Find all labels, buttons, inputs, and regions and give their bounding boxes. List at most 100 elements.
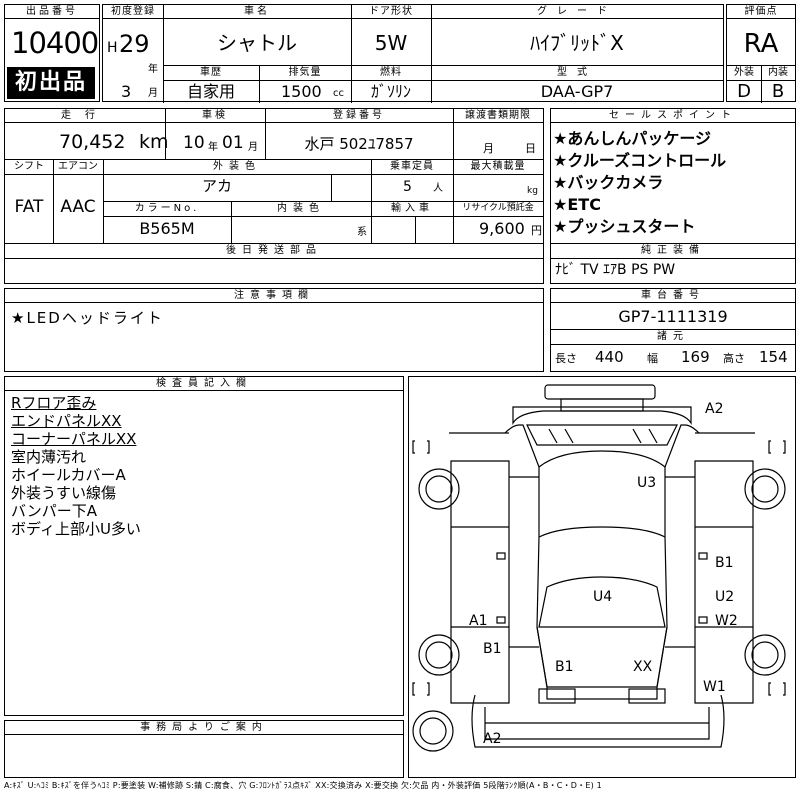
grade-label: グレード [431,5,723,19]
interior-color-label: 内装色 [277,203,325,214]
recycle-label: リサイクル預託金 [462,203,534,213]
mark-right-rear: B1 [715,555,734,571]
door-label: ドア形状 [351,5,431,19]
car-name: シャトル [217,31,297,55]
inspector-line: エンドパネルXX [11,412,122,430]
shift-label: シフト [14,161,44,172]
color-number: B565M [139,219,195,238]
model: DAA-GP7 [540,82,614,101]
plate: 水戸 502ﾕ7857 [304,135,414,153]
displacement: 1500 [281,82,322,101]
capacity-label: 乗車定員 [390,161,434,172]
width-label: 幅 [647,352,658,365]
equipment-label: 純正装備 [641,245,705,256]
color-no-label: カラーNo. [134,203,200,214]
inspector-line: 外装うすい線傷 [11,484,117,502]
fuel: ｶﾞｿﾘﾝ [370,82,411,101]
shift: FAT [14,197,44,217]
mark-right-side: U2 [715,589,734,605]
door-type: 5W [374,31,408,55]
mark-roof: U3 [637,475,656,491]
sales-point-item: ★あんしんパッケージ [553,129,712,148]
grade: ﾊｲﾌﾞﾘｯﾄﾞX [530,31,624,55]
sales-point-item: ★プッシュスタート [553,217,696,236]
transfer-label: 譲渡書類期限 [453,109,543,123]
mark-left-front: B1 [483,641,502,657]
fuel-label: 燃料 [380,67,402,78]
model-label: 型式 [557,67,597,78]
capacity: 5 [403,179,412,195]
car-name-label: 車名 [163,5,351,19]
chassis-number: GP7-1111319 [618,307,728,326]
inspection-label: 車検 [165,109,265,123]
first-listing-text: 初出品 [14,70,87,95]
legend-text: A:ｷｽﾞ U:ﾍｺﾐ B:ｷｽﾞを伴うﾍｺﾐ P:要塗装 W:補修跡 S:錆 … [4,781,602,790]
color-label: 外装色 [213,161,261,172]
inspection-year: 10 [183,133,205,153]
import-label: 輸入車 [391,203,433,214]
transfer-day-unit: 日 [525,142,536,155]
car-diagram: A2 U3 B1 U2 W2 U4 A1 B1 B1 XX W1 A2 [412,384,786,752]
inspection-month: 01 [222,133,244,153]
inspector-line: バンパー下A [11,502,98,520]
rating-value: RA [743,29,779,59]
notes-label: 注意事項欄 [5,289,543,303]
rating-label: 評価点 [727,5,795,19]
reg-label: 初度登録 [103,5,163,19]
notes-box: 注意事項欄 ★LEDヘッドライト [4,288,544,372]
reg-year: 29 [119,30,150,58]
specs-grid: 走行 車検 登録番号 譲渡書類期限 70,452 km 10 年 01 月 水戸… [4,108,544,284]
inspection-month-unit: 月 [248,142,258,153]
sales-points-box: セールスポイント ★あんしんパッケージ ★クルーズコントロール ★バックカメラ … [550,108,796,284]
plate-label: 登録番号 [265,109,453,123]
displacement-label: 排気量 [288,67,322,78]
chassis-box: 車台番号 GP7-1111319 諸元 長さ 440 幅 169 高さ 154 [550,288,796,372]
interior-grade: B [771,81,785,102]
inspector-line: 室内薄汚れ [11,448,87,466]
mark-hood-left: B1 [555,659,574,675]
sales-point-item: ★クルーズコントロール [553,151,727,170]
recycle-yen: 円 [531,224,542,237]
ac-label: エアコン [58,161,98,172]
mark-bottom-left: A2 [483,731,501,747]
reg-month: 3 [121,82,132,101]
mileage-unit: km [139,131,169,153]
load-label: 最大積載量 [470,161,526,172]
exterior-color: アカ [201,177,232,195]
rating-box: 評価点 RA 外装 内装 D B [726,4,796,103]
equipment-value: ﾅﾋﾞ TV ｴｱB PS PW [555,262,676,278]
interior-label: 内装 [768,67,788,78]
inspection-year-unit: 年 [208,142,218,153]
mileage-label: 走行 [5,109,165,123]
inspector-line: ボディ上部小U多い [11,520,141,538]
inspector-label: 検査員記入欄 [5,377,403,391]
dimensions-label: 諸元 [657,331,689,342]
mileage: 70,452 [59,131,126,153]
width-value: 169 [681,348,710,366]
header-grid: 初度登録 車名 ドア形状 グレード H 29 年 シャトル 5W ﾊｲﾌﾞﾘｯﾄ… [102,4,724,103]
inspector-line: Rフロア歪み [11,394,97,412]
first-listing-badge [7,67,95,99]
lot-box: 出品番号 10400 初出品 [4,4,100,102]
mark-center: U4 [593,589,612,605]
office-label: 事務局よりご案内 [5,721,403,735]
notes-text: ★LEDヘッドライト [11,309,164,327]
mark-hood-right: XX [633,659,653,675]
height-label: 高さ [723,352,745,365]
recycle-fee: 9,600 [479,219,525,238]
mark-right-front: W2 [715,613,738,629]
lot-number: 10400 [11,26,99,60]
sales-point-item: ★バックカメラ [553,173,664,192]
reg-month-unit: 月 [148,88,158,99]
mark-top-right: A2 [705,401,723,417]
ac: AAC [60,197,96,217]
sales-points-label: セールスポイント [551,109,795,123]
chassis-label: 車台番号 [551,289,795,303]
interior-series-unit: 系 [357,227,367,238]
transfer-month-unit: 月 [483,142,494,155]
reg-era: H [107,40,118,56]
mark-front-right: W1 [703,679,726,695]
reg-year-unit: 年 [148,64,158,75]
history-label: 車歴 [200,67,222,78]
load-unit: kg [527,186,538,196]
